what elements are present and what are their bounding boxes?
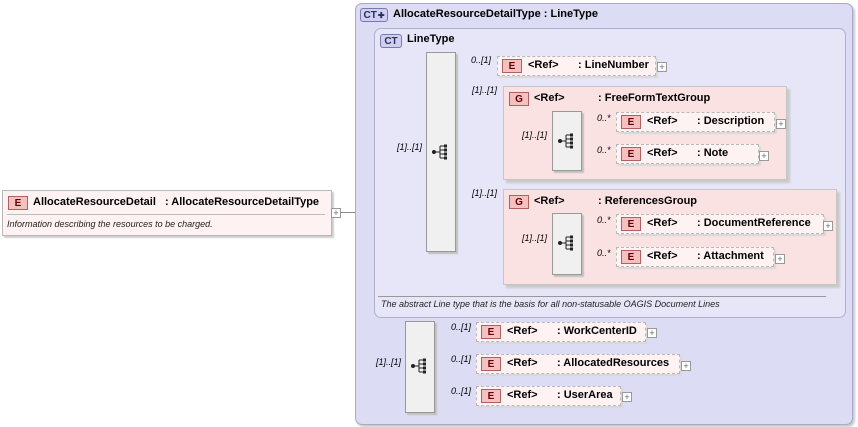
element-user-area[interactable]: E <Ref> : UserArea: [476, 386, 621, 406]
element-ref: <Ref>: [647, 147, 678, 159]
element-attachment[interactable]: E <Ref> : Attachment: [616, 247, 774, 267]
cardinality: 0..*: [597, 248, 611, 258]
sequence-icon: [558, 235, 573, 251]
element-description[interactable]: E <Ref> : Description: [616, 112, 775, 132]
element-name: : WorkCenterID: [557, 325, 637, 337]
cardinality: 0..[1]: [451, 386, 472, 396]
element-work-center-id[interactable]: E <Ref> : WorkCenterID: [476, 322, 646, 342]
group-name: : FreeFormTextGroup: [598, 92, 711, 104]
complex-type-title: AllocateResourceDetailType : LineType: [393, 8, 598, 20]
element-ref: <Ref>: [528, 59, 559, 71]
group-badge: G: [509, 92, 529, 106]
sequence-compositor: [405, 321, 435, 413]
element-name: : Attachment: [697, 250, 764, 262]
cardinality: 0..*: [597, 145, 611, 155]
expand-toggle[interactable]: +: [657, 62, 667, 72]
complex-type-doc: The abstract Line type that is the basis…: [381, 299, 720, 309]
sequence-compositor: [552, 213, 582, 275]
expand-toggle[interactable]: +: [775, 254, 785, 264]
element-allocated-resources[interactable]: E <Ref> : AllocatedResources: [476, 354, 680, 374]
expand-toggle[interactable]: +: [823, 221, 833, 231]
root-element-type: : AllocateResourceDetailType: [165, 196, 320, 208]
group-badge: G: [509, 195, 529, 209]
element-name: : LineNumber: [578, 59, 649, 71]
cardinality: 0..[1]: [471, 55, 492, 65]
element-note[interactable]: E <Ref> : Note: [616, 144, 759, 164]
cardinality: [1]..[1]: [376, 357, 402, 367]
element-ref: <Ref>: [647, 250, 678, 262]
root-element-box[interactable]: E AllocateResourceDetail : AllocateResou…: [2, 190, 332, 236]
cardinality: 0..[1]: [451, 322, 472, 332]
divider: [378, 296, 826, 297]
divider: [7, 214, 325, 215]
element-document-reference[interactable]: E <Ref> : DocumentReference: [616, 214, 824, 234]
sequence-icon: [432, 144, 447, 160]
group-free-form-text[interactable]: G <Ref> : FreeFormTextGroup: [503, 86, 787, 180]
element-badge: E: [481, 357, 501, 371]
element-ref: <Ref>: [507, 357, 538, 369]
sequence-icon: [558, 133, 573, 149]
element-name: : UserArea: [557, 389, 613, 401]
root-element-name: AllocateResourceDetail: [33, 196, 156, 208]
root-element-doc: Information describing the resources to …: [7, 219, 213, 229]
element-ref: <Ref>: [507, 325, 538, 337]
group-name: : ReferencesGroup: [598, 195, 698, 207]
element-line-number[interactable]: E <Ref> : LineNumber: [497, 56, 656, 76]
expand-toggle[interactable]: +: [759, 151, 769, 161]
expand-toggle[interactable]: +: [331, 208, 341, 218]
sequence-compositor: [552, 111, 582, 171]
group-ref: <Ref>: [534, 195, 565, 207]
element-badge: E: [502, 59, 522, 73]
connector: [330, 212, 366, 213]
sequence-icon: [411, 358, 426, 374]
element-ref: <Ref>: [647, 115, 678, 127]
element-badge: E: [621, 250, 641, 264]
cardinality: [1]..[1]: [522, 233, 548, 243]
cardinality: 0..*: [597, 215, 611, 225]
cardinality: 0..[1]: [451, 354, 472, 364]
element-badge: E: [481, 325, 501, 339]
extension-icon: ✚: [377, 10, 385, 20]
complex-type-title: LineType: [407, 33, 455, 45]
group-ref: <Ref>: [534, 92, 565, 104]
cardinality: [1]..[1]: [397, 142, 423, 152]
cardinality: 0..*: [597, 113, 611, 123]
element-name: : Description: [697, 115, 765, 127]
expand-toggle[interactable]: +: [647, 328, 657, 338]
element-badge: E: [621, 115, 641, 129]
complex-type-badge: CT: [380, 34, 402, 48]
element-badge: E: [621, 217, 641, 231]
sequence-compositor: [426, 52, 456, 252]
element-ref: <Ref>: [507, 389, 538, 401]
cardinality: [1]..[1]: [472, 85, 498, 95]
expand-toggle[interactable]: +: [681, 361, 691, 371]
cardinality: [1]..[1]: [522, 130, 548, 140]
element-badge: E: [621, 147, 641, 161]
element-ref: <Ref>: [647, 217, 678, 229]
element-badge: E: [8, 196, 28, 210]
expand-toggle[interactable]: +: [776, 119, 786, 129]
expand-toggle[interactable]: +: [622, 392, 632, 402]
complex-type-badge: CT✚: [360, 8, 388, 22]
cardinality: [1]..[1]: [472, 188, 498, 198]
element-name: : DocumentReference: [697, 217, 811, 229]
element-name: : AllocatedResources: [557, 357, 670, 369]
element-name: : Note: [697, 147, 729, 159]
element-badge: E: [481, 389, 501, 403]
